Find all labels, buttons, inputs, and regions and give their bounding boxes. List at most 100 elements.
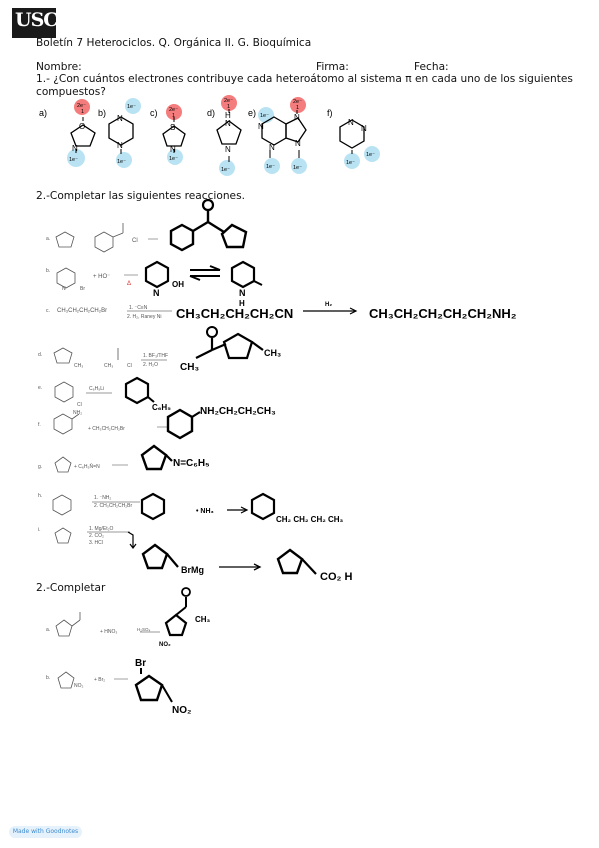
reaction-h [52, 492, 276, 521]
svg-text:H: H [239, 299, 245, 308]
svg-text:1: 1 [172, 113, 175, 119]
reaction-c-product: CH₃CH₂CH₂CH₂CH₂NH₂ [369, 306, 517, 321]
electron-highlights [67, 95, 380, 176]
svg-text:NO₂: NO₂ [159, 642, 171, 648]
svg-text:NO₂: NO₂ [172, 705, 191, 716]
section3-reaction-b [57, 668, 173, 703]
svg-text:1e⁻: 1e⁻ [346, 160, 355, 166]
reaction-g-product: N=C₆H₅ [173, 458, 210, 469]
label-f: f) [327, 108, 333, 118]
svg-text:+ C₆H₅N̄=N: + C₆H₅N̄=N [74, 463, 100, 470]
reaction-c-label: c. [46, 308, 50, 314]
svg-text:CH₃: CH₃ [180, 362, 199, 373]
reaction-f [53, 408, 201, 440]
name-label: Nombre: [36, 61, 82, 73]
svg-text:N: N [225, 145, 231, 154]
svg-text:NH₂: NH₂ [73, 410, 82, 416]
svg-text:NO₂: NO₂ [74, 683, 84, 689]
svg-text:+ CH₃CH₂CH₂Br: + CH₃CH₂CH₂Br [88, 426, 125, 432]
reaction-b [56, 260, 263, 289]
svg-text:N: N [294, 113, 300, 122]
svg-text:1e⁻: 1e⁻ [293, 165, 302, 171]
question-1-line-1: 1.- ¿Con cuántos electrones contribuye c… [36, 73, 573, 85]
reaction-d-label: d. [38, 352, 42, 358]
svg-text:h.: h. [38, 493, 42, 499]
svg-text:BrMg: BrMg [181, 565, 204, 575]
svg-text:H₂SO₄: H₂SO₄ [137, 627, 150, 632]
svg-text:2. H₂, Raney Ni: 2. H₂, Raney Ni [127, 314, 161, 320]
usc-logo: USC [12, 8, 58, 38]
svg-text:2e⁻: 2e⁻ [293, 99, 302, 105]
reaction-h-product: CH₂ CH₂ CH₂ CH₃ [276, 515, 344, 524]
svg-text:+ Br₂: + Br₂ [94, 677, 105, 683]
svg-text:3. HCl: 3. HCl [89, 540, 103, 546]
section-3-title: 2.-Completar [36, 582, 106, 594]
question-1-line-2: compuestos? [36, 86, 106, 98]
svg-text:Cl: Cl [77, 402, 82, 408]
svg-text:1e⁻: 1e⁻ [266, 164, 275, 170]
svg-text:S: S [170, 123, 175, 132]
svg-text:N: N [170, 145, 176, 154]
svg-text:N: N [348, 118, 354, 127]
goodnotes-badge[interactable]: Made with Goodnotes [9, 826, 82, 838]
svg-text:1e⁻: 1e⁻ [221, 167, 230, 173]
svg-text:N: N [239, 288, 246, 298]
svg-text:OH: OH [172, 280, 184, 289]
svg-text:1: 1 [296, 105, 299, 111]
svg-text:1e⁻: 1e⁻ [127, 104, 136, 110]
svg-text:Δ: Δ [127, 281, 131, 287]
reaction-b-label: b. [46, 268, 50, 274]
reaction-f-product: NH₂CH₂CH₂CH₃ [200, 406, 276, 417]
label-e: e) [248, 108, 256, 118]
q1-letters: a) b) c) d) e) f) [39, 108, 333, 118]
svg-text:1. ⁻NH₂: 1. ⁻NH₂ [94, 495, 111, 501]
svg-text:+ HO⁻: + HO⁻ [93, 274, 110, 280]
svg-text:1e⁻: 1e⁻ [260, 113, 269, 119]
signature-label: Firma: [316, 61, 349, 73]
svg-text:1e⁻: 1e⁻ [366, 152, 375, 158]
svg-text:2. CH₃CH₂CH₂Br: 2. CH₃CH₂CH₂Br [94, 503, 132, 509]
svg-text:2. CO₂: 2. CO₂ [89, 533, 104, 539]
svg-text:1e⁻: 1e⁻ [69, 157, 78, 163]
reaction-a-label: a. [46, 236, 50, 242]
reaction-d [53, 326, 264, 364]
svg-text:CH₃: CH₃ [264, 348, 281, 358]
section-2-title: 2.-Completar las siguientes reacciones. [36, 190, 245, 202]
svg-text:C₆H₅: C₆H₅ [152, 403, 171, 412]
reaction-i-product: CO₂ H [320, 571, 352, 583]
svg-text:+ HNO₃: + HNO₃ [100, 629, 117, 635]
svg-text:2e⁻: 2e⁻ [224, 98, 233, 104]
svg-text:CH₃: CH₃ [195, 615, 211, 624]
svg-text:b.: b. [46, 675, 50, 681]
svg-text:Br: Br [135, 658, 146, 669]
q1-dashes [75, 109, 353, 162]
svg-text:CH₃: CH₃ [104, 363, 113, 369]
svg-text:N: N [258, 122, 264, 131]
reaction-a [55, 198, 248, 253]
svg-text:1. Mg/Et₂O: 1. Mg/Et₂O [89, 526, 114, 532]
svg-text:O: O [79, 122, 85, 131]
svg-text:i.: i. [38, 527, 41, 533]
svg-text:1. ⁻C≡N: 1. ⁻C≡N [129, 305, 148, 311]
svg-text:f.: f. [38, 422, 41, 428]
svg-text:CH₃: CH₃ [74, 363, 83, 369]
reaction-c-start: CH₃CH₂CH₂CH₂Br [57, 308, 107, 314]
label-c: c) [150, 108, 158, 118]
svg-text:C₆H₅Li: C₆H₅Li [89, 386, 104, 392]
svg-text:N: N [72, 144, 78, 153]
q1-rings [70, 116, 365, 149]
svg-text:a.: a. [46, 627, 50, 633]
svg-text:2e⁻: 2e⁻ [77, 103, 86, 109]
reaction-i [54, 527, 317, 575]
reaction-a-cl: Cl [132, 238, 138, 244]
svg-text:H: H [225, 111, 231, 120]
course-title: Boletín 7 Heterociclos. Q. Orgánica II. … [36, 37, 312, 49]
svg-text:Cl: Cl [127, 363, 132, 369]
date-label: Fecha: [414, 61, 449, 73]
label-a: a) [39, 108, 47, 118]
svg-text:2. H₂O: 2. H₂O [143, 362, 158, 368]
svg-text:• NH₃: • NH₃ [196, 508, 214, 515]
svg-text:N: N [153, 288, 160, 298]
